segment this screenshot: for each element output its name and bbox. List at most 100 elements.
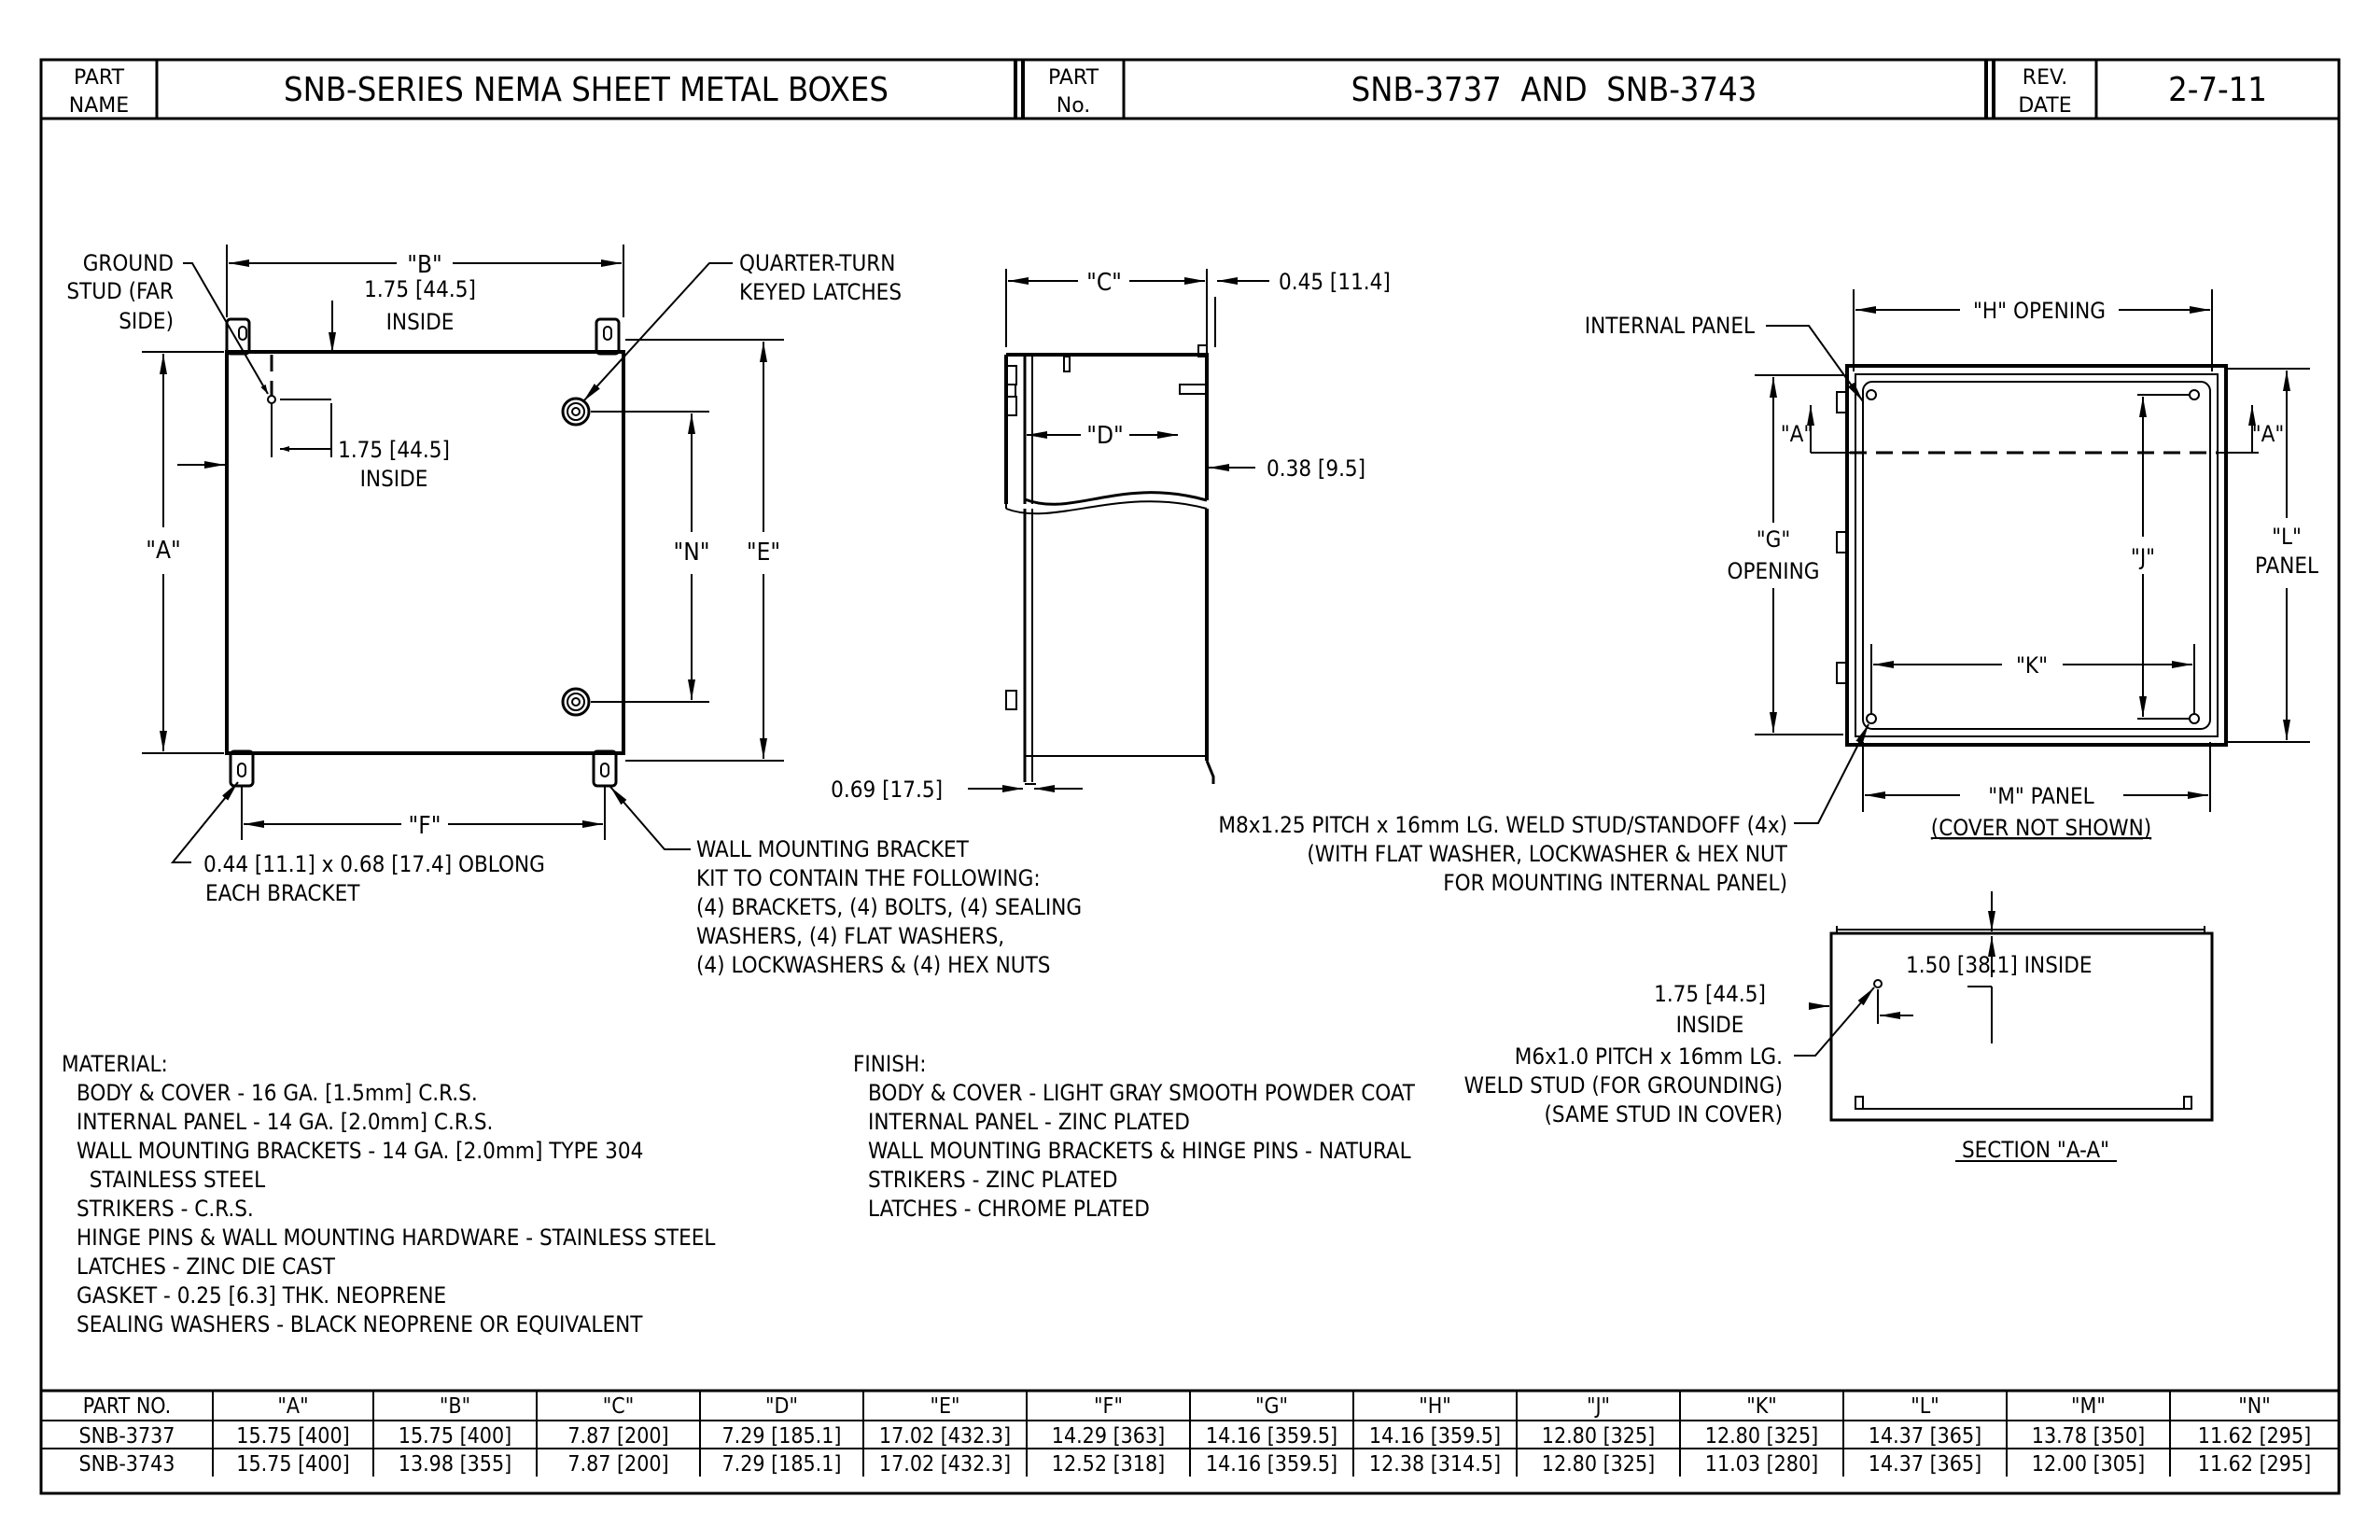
internal-panel-label: INTERNAL PANEL	[1585, 313, 1755, 339]
table-cell: 12.80 [325]	[1705, 1424, 1818, 1449]
bracket-kit-label-2: KIT TO CONTAIN THE FOLLOWING:	[696, 865, 1041, 891]
cover-not-shown-label: (COVER NOT SHOWN)	[1931, 815, 2151, 841]
bracket-kit-label-5: (4) LOCKWASHERS & (4) HEX NUTS	[696, 952, 1050, 978]
top-right-bracket	[595, 317, 621, 356]
dim-inside-top-label: INSIDE	[386, 309, 455, 335]
bracket-kit-label-1: WALL MOUNTING BRACKET	[696, 836, 970, 862]
box-outline	[1845, 364, 2228, 747]
top-left-bracket	[225, 317, 251, 356]
dim-g-opening: OPENING	[1727, 558, 1819, 584]
dim-section-1-75-label: INSIDE	[1676, 1012, 1744, 1038]
ground-stud-marker	[267, 395, 276, 404]
rev-label: REV.	[2023, 66, 2067, 90]
table-header-cell: "G"	[1255, 1394, 1288, 1419]
finish-notes: FINISH: BODY & COVER - LIGHT GRAY SMOOTH…	[853, 1051, 1416, 1222]
oblong-label-1: 0.44 [11.1] x 0.68 [17.4] OBLONG	[203, 851, 545, 877]
dim-h-opening: "H" OPENING	[1973, 298, 2106, 324]
table-cell: 12.00 [305]	[2032, 1452, 2145, 1477]
ground-stud-label-1: GROUND	[83, 250, 174, 276]
dim-0-69: 0.69 [17.5]	[831, 777, 943, 803]
section-a-right: "A"	[2252, 421, 2285, 447]
weld-stud-top-right	[2189, 389, 2200, 400]
finish-line: WALL MOUNTING BRACKETS & HINGE PINS - NA…	[868, 1138, 1411, 1164]
table-cell: 15.75 [400]	[236, 1452, 349, 1477]
weld-stud-label-1: M8x1.25 PITCH x 16mm LG. WELD STUD/STAND…	[1218, 812, 1787, 838]
material-line: INTERNAL PANEL - 14 GA. [2.0mm] C.R.S.	[77, 1109, 493, 1135]
material-line: STRIKERS - C.R.S.	[77, 1196, 254, 1222]
weld-stud-label-2: (WITH FLAT WASHER, LOCKWASHER & HEX NUT	[1307, 841, 1787, 867]
latches-label-2: KEYED LATCHES	[739, 279, 902, 305]
table-cell: 14.16 [359.5]	[1206, 1452, 1337, 1477]
part-no: SNB-3737 AND SNB-3743	[1351, 71, 1757, 109]
table-cell: 12.80 [325]	[1542, 1424, 1655, 1449]
section-ground-stud	[1873, 979, 1883, 988]
table-cell: SNB-3737	[79, 1424, 175, 1449]
table-cell: 12.80 [325]	[1542, 1452, 1655, 1477]
dim-inside-top-value: 1.75 [44.5]	[364, 276, 476, 302]
table-cell: 12.52 [318]	[1052, 1452, 1165, 1477]
section-ground-label-1: M6x1.0 PITCH x 16mm LG.	[1515, 1043, 1783, 1070]
table-header-cell: "D"	[765, 1394, 798, 1419]
table-cell: 11.62 [295]	[2198, 1452, 2311, 1477]
bracket-kit-label-3: (4) BRACKETS, (4) BOLTS, (4) SEALING	[696, 894, 1082, 920]
table-cell: 7.29 [185.1]	[722, 1452, 842, 1477]
table-header-cell: "H"	[1419, 1394, 1451, 1419]
bottom-right-bracket	[592, 749, 618, 788]
dim-inside-left-label: INSIDE	[360, 466, 428, 492]
table-cell: 14.37 [365]	[1869, 1424, 1981, 1449]
section-ground-label-3: (SAME STUD IN COVER)	[1544, 1101, 1783, 1127]
break-line-upper	[1024, 491, 1208, 506]
upper-latch	[561, 397, 591, 427]
table-cell: 14.29 [363]	[1052, 1424, 1165, 1449]
dim-0-45: 0.45 [11.4]	[1279, 269, 1391, 295]
table-cell: 12.38 [314.5]	[1369, 1452, 1501, 1477]
section-ground-label-2: WELD STUD (FOR GROUNDING)	[1464, 1072, 1783, 1099]
oblong-label-2: EACH BRACKET	[205, 880, 360, 906]
part-no-label: PART	[1048, 66, 1099, 90]
table-cell: 17.02 [432.3]	[879, 1424, 1011, 1449]
table-header-cell: PART NO.	[83, 1394, 171, 1419]
dim-m-panel: "M" PANEL	[1988, 783, 2093, 809]
material-line: WALL MOUNTING BRACKETS - 14 GA. [2.0mm] …	[77, 1138, 643, 1164]
dim-a: "A"	[146, 537, 181, 565]
table-header-cell: "C"	[603, 1394, 634, 1419]
table-header-cell: "M"	[2071, 1394, 2106, 1419]
dim-section-1-50: 1.50 [38.1] INSIDE	[1906, 952, 2093, 978]
section-a-a-view: 1.50 [38.1] INSIDE 1.75 [44.5] INSIDE M6…	[1464, 891, 2214, 1163]
bottom-left-bracket	[229, 749, 255, 788]
sheet-border	[39, 58, 2341, 1495]
table-cell: 7.29 [185.1]	[722, 1424, 842, 1449]
rev-date: 2-7-11	[2168, 71, 2267, 109]
material-notes: MATERIAL: BODY & COVER - 16 GA. [1.5mm] …	[62, 1051, 715, 1337]
section-a-a-title: SECTION "A-A"	[1962, 1137, 2109, 1163]
dim-section-1-75-value: 1.75 [44.5]	[1654, 981, 1766, 1007]
table-header-cell: "K"	[1746, 1394, 1777, 1419]
weld-stud-bottom-left	[1866, 713, 1877, 724]
table-header-cell: "J"	[1587, 1394, 1610, 1419]
table-header-cell: "A"	[277, 1394, 308, 1419]
part-no-label-2: No.	[1057, 94, 1091, 118]
section-outline	[1829, 931, 2214, 1122]
table-cell: 14.16 [359.5]	[1369, 1424, 1501, 1449]
latches-label-1: QUARTER-TURN	[739, 250, 895, 276]
finish-line: LATCHES - CHROME PLATED	[868, 1196, 1150, 1222]
finish-heading: FINISH:	[853, 1051, 927, 1077]
table-cell: 15.75 [400]	[399, 1424, 511, 1449]
part-name-label-2: NAME	[69, 94, 129, 118]
dim-j: "J"	[2131, 544, 2155, 570]
ground-stud-label-3: SIDE)	[119, 308, 174, 334]
dim-l-label: "L"	[2272, 524, 2302, 550]
table-cell: 17.02 [432.3]	[879, 1452, 1011, 1477]
table-header-cell: "E"	[930, 1394, 959, 1419]
open-box-view: "A" "A" "H" OPENING INTERNAL PANEL "G" O…	[1218, 289, 2318, 896]
table-cell: 7.87 [200]	[567, 1452, 668, 1477]
dim-k: "K"	[2016, 652, 2048, 679]
bracket-kit-label-4: WASHERS, (4) FLAT WASHERS,	[696, 923, 1004, 949]
dim-inside-left-value: 1.75 [44.5]	[338, 437, 450, 463]
lower-latch	[561, 687, 591, 717]
material-line: LATCHES - ZINC DIE CAST	[77, 1253, 336, 1280]
dim-d: "D"	[1086, 422, 1124, 450]
weld-stud-top-left	[1866, 389, 1877, 400]
table-cell: 15.75 [400]	[236, 1424, 349, 1449]
